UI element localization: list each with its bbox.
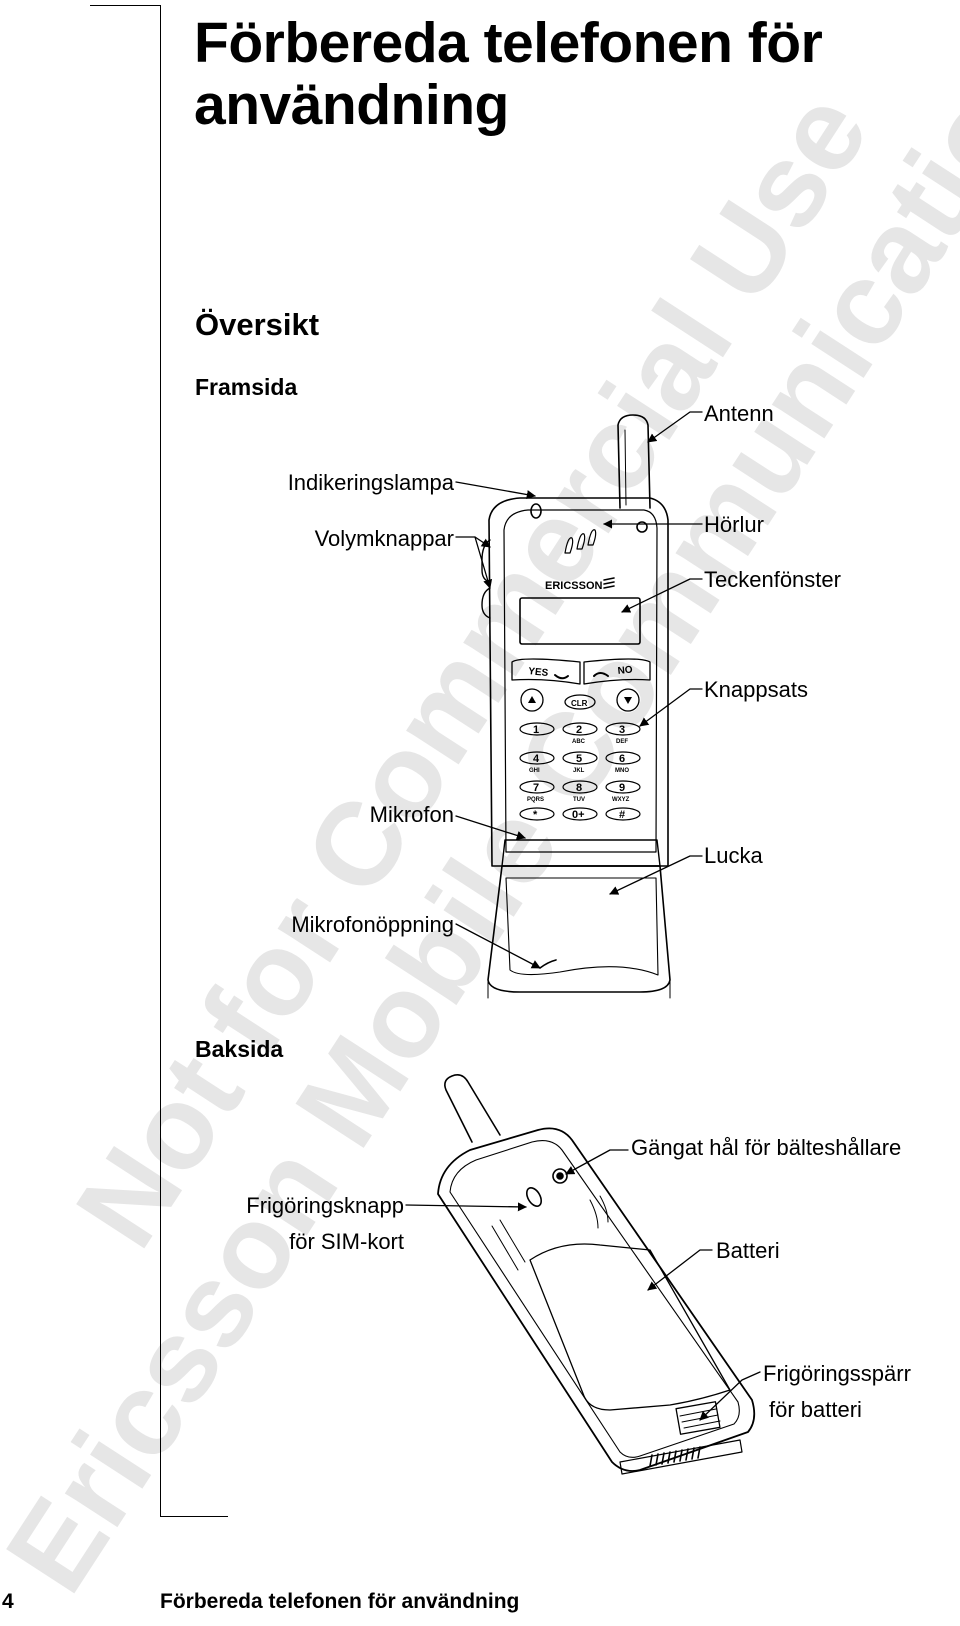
front-heading: Framsida	[195, 374, 298, 400]
battery-latch	[675, 1401, 721, 1435]
key-8-sub: TUV	[573, 797, 585, 803]
key-6-sub: MNO	[615, 768, 629, 774]
front-phone: ERICSSON YES NO CLR 1 2 3 4 5	[481, 414, 671, 999]
key-1: 1	[533, 724, 539, 736]
sim-release-button	[525, 1187, 543, 1207]
key-7-sub: PQRS	[527, 797, 544, 803]
back-phone	[437, 1074, 756, 1475]
key-2: 2	[576, 724, 582, 736]
key-3-sub: DEF	[616, 739, 628, 745]
key-9: 9	[619, 782, 625, 794]
phone-body-upper	[488, 497, 669, 867]
footer-page-number: 4	[2, 1590, 14, 1613]
flip-cover	[487, 865, 671, 993]
key-no: NO	[617, 664, 633, 677]
key-9-sub: WXYZ	[612, 797, 630, 803]
key-6: 6	[619, 753, 625, 765]
key-0: 0+	[572, 809, 585, 821]
footer-title: Förbereda telefonen för användning	[160, 1590, 520, 1613]
frame-rule-vertical	[160, 5, 161, 1517]
page-title-line-2: användning	[194, 73, 509, 137]
back-heading: Baksida	[195, 1036, 284, 1062]
key-star: *	[533, 809, 538, 821]
indicator-lamp-icon	[530, 503, 542, 519]
earpiece-icon	[564, 529, 597, 554]
key-yes: YES	[528, 666, 549, 679]
display-window	[519, 597, 641, 645]
screw-hole-icon	[552, 1168, 568, 1184]
front-leader-lines	[455, 411, 703, 969]
section-heading: Översikt	[195, 307, 320, 342]
label-indikeringslampa: Indikeringslampa	[287, 470, 454, 495]
key-hash: #	[619, 809, 625, 821]
key-8: 8	[576, 782, 582, 794]
key-4-sub: GHI	[529, 768, 540, 774]
label-frigoringssparr-line-1: Frigöringsspärr	[763, 1361, 911, 1386]
label-gangat-hal: Gängat hål för bälteshållare	[631, 1135, 902, 1160]
key-3: 3	[619, 724, 625, 736]
phone-brand: ERICSSON	[545, 580, 603, 592]
frame-rule-bottom	[160, 1516, 228, 1517]
page-title-line-1: Förbereda telefonen för	[194, 11, 823, 75]
label-frigoringsknapp-line-2: för SIM-kort	[289, 1229, 404, 1254]
label-antenn: Antenn	[704, 401, 774, 426]
frame-rule-top	[90, 5, 161, 6]
label-frigoringsknapp-line-1: Frigöringsknapp	[246, 1193, 404, 1218]
key-clr: CLR	[571, 699, 588, 708]
label-batteri: Batteri	[716, 1238, 780, 1263]
antenna	[617, 414, 651, 509]
label-mikrofon: Mikrofon	[369, 802, 454, 827]
label-frigoringssparr-line-2: för batteri	[769, 1397, 862, 1422]
label-volymknappar: Volymknappar	[314, 526, 454, 551]
label-teckenfonster: Teckenfönster	[704, 567, 841, 592]
label-lucka: Lucka	[704, 843, 763, 868]
key-7: 7	[533, 782, 539, 794]
back-body	[437, 1127, 756, 1472]
key-2-sub: ABC	[572, 739, 586, 745]
back-antenna	[444, 1074, 501, 1143]
key-5: 5	[576, 753, 582, 765]
back-leader-lines	[405, 1149, 761, 1421]
key-5-sub: JKL	[573, 768, 585, 774]
key-4: 4	[533, 753, 540, 765]
label-horlur: Hörlur	[704, 512, 764, 537]
label-mikrofonoppning: Mikrofonöppning	[291, 912, 454, 937]
battery	[529, 1243, 731, 1411]
page-title: Förbereda telefonen för användning	[194, 11, 823, 137]
label-knappsats: Knappsats	[704, 677, 808, 702]
keypad: 1 2 3 4 5 6 7 8 9 * 0+ # ABC DEF GHI JKL…	[519, 722, 641, 821]
